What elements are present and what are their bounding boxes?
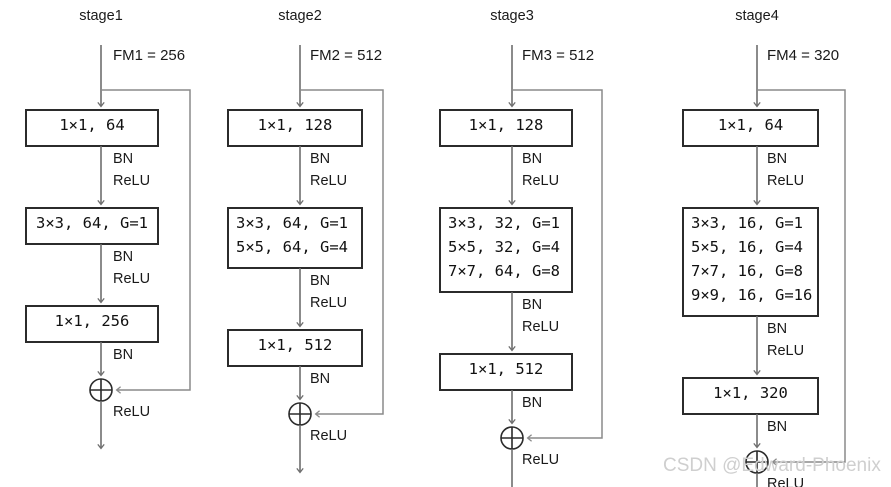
op-box-text-stage2-2-1: 3×3, 64, G=1	[236, 214, 348, 232]
op-box-text-stage2-3-1: 1×1, 512	[258, 336, 333, 354]
op-label-stage2-2-1: BN	[310, 273, 330, 289]
op-box-stage2-2	[227, 207, 363, 269]
fm-label-stage3: FM3 = 512	[522, 47, 594, 64]
op-box-text-stage3-2-3: 7×7, 64, G=8	[448, 262, 560, 280]
op-label-stage3-2-1: BN	[522, 297, 542, 313]
op-box-stage3-2	[439, 207, 573, 293]
op-box-stage1-2	[25, 207, 159, 245]
op-label-stage4-2-1: BN	[767, 321, 787, 337]
skip-connection-stage4	[757, 89, 846, 466]
op-box-text-stage3-3-1: 1×1, 512	[469, 360, 544, 378]
op-label-stage1-2-2: ReLU	[113, 271, 150, 287]
op-box-stage3-1	[439, 109, 573, 147]
op-box-text-stage3-2-2: 5×5, 32, G=4	[448, 238, 560, 256]
op-label-stage2-1-1: BN	[310, 151, 330, 167]
op-box-stage2-3	[227, 329, 363, 367]
op-box-text-stage1-2-1: 3×3, 64, G=1	[36, 214, 148, 232]
op-box-text-stage4-3-1: 1×1, 320	[713, 384, 788, 402]
op-box-stage1-1	[25, 109, 159, 147]
op-label-stage3-1-1: BN	[522, 151, 542, 167]
op-label-stage1-1-1: BN	[113, 151, 133, 167]
op-box-text-stage3-1-1: 1×1, 128	[469, 116, 544, 134]
post-sum-label-stage2: ReLU	[310, 428, 347, 444]
op-box-stage4-2	[682, 207, 819, 317]
skip-connection-stage2	[300, 89, 384, 418]
op-box-text-stage4-1-1: 1×1, 64	[718, 116, 783, 134]
op-label-stage3-2-2: ReLU	[522, 319, 559, 335]
op-box-stage4-1	[682, 109, 819, 147]
op-label-stage2-1-2: ReLU	[310, 173, 347, 189]
fm-label-stage4: FM4 = 320	[767, 47, 839, 64]
post-sum-label-stage3: ReLU	[522, 452, 559, 468]
op-label-stage2-2-2: ReLU	[310, 295, 347, 311]
sum-node-cross-stage4	[746, 451, 768, 473]
stage-title-stage3: stage3	[490, 8, 534, 24]
fm-label-stage2: FM2 = 512	[310, 47, 382, 64]
skip-connection-stage1	[101, 89, 191, 394]
pre-sum-label-stage1: BN	[113, 347, 133, 363]
stage-title-stage2: stage2	[278, 8, 322, 24]
pre-sum-label-stage4: BN	[767, 419, 787, 435]
op-box-stage3-3	[439, 353, 573, 391]
op-label-stage3-1-2: ReLU	[522, 173, 559, 189]
sum-node-cross-stage1	[90, 379, 112, 401]
post-sum-label-stage4: ReLU	[767, 476, 804, 487]
op-box-text-stage4-2-3: 7×7, 16, G=8	[691, 262, 803, 280]
stage-title-stage4: stage4	[735, 8, 779, 24]
op-box-text-stage1-1-1: 1×1, 64	[59, 116, 124, 134]
op-label-stage4-1-1: BN	[767, 151, 787, 167]
op-box-stage1-3	[25, 305, 159, 343]
op-label-stage4-2-2: ReLU	[767, 343, 804, 359]
op-box-text-stage4-2-1: 3×3, 16, G=1	[691, 214, 803, 232]
pre-sum-label-stage3: BN	[522, 395, 542, 411]
op-label-stage1-1-2: ReLU	[113, 173, 150, 189]
skip-connection-stage3	[512, 89, 603, 442]
op-box-stage4-3	[682, 377, 819, 415]
stage-title-stage1: stage1	[79, 8, 123, 24]
op-box-text-stage4-2-4: 9×9, 16, G=16	[691, 286, 812, 304]
op-box-text-stage2-1-1: 1×1, 128	[258, 116, 333, 134]
op-label-stage4-1-2: ReLU	[767, 173, 804, 189]
fm-label-stage1: FM1 = 256	[113, 47, 185, 64]
post-sum-label-stage1: ReLU	[113, 404, 150, 420]
sum-node-cross-stage3	[501, 427, 523, 449]
op-box-stage2-1	[227, 109, 363, 147]
op-box-text-stage4-2-2: 5×5, 16, G=4	[691, 238, 803, 256]
op-label-stage1-2-1: BN	[113, 249, 133, 265]
sum-node-cross-stage2	[289, 403, 311, 425]
op-box-text-stage2-2-2: 5×5, 64, G=4	[236, 238, 348, 256]
op-box-text-stage1-3-1: 1×1, 256	[55, 312, 130, 330]
op-box-text-stage3-2-1: 3×3, 32, G=1	[448, 214, 560, 232]
pre-sum-label-stage2: BN	[310, 371, 330, 387]
